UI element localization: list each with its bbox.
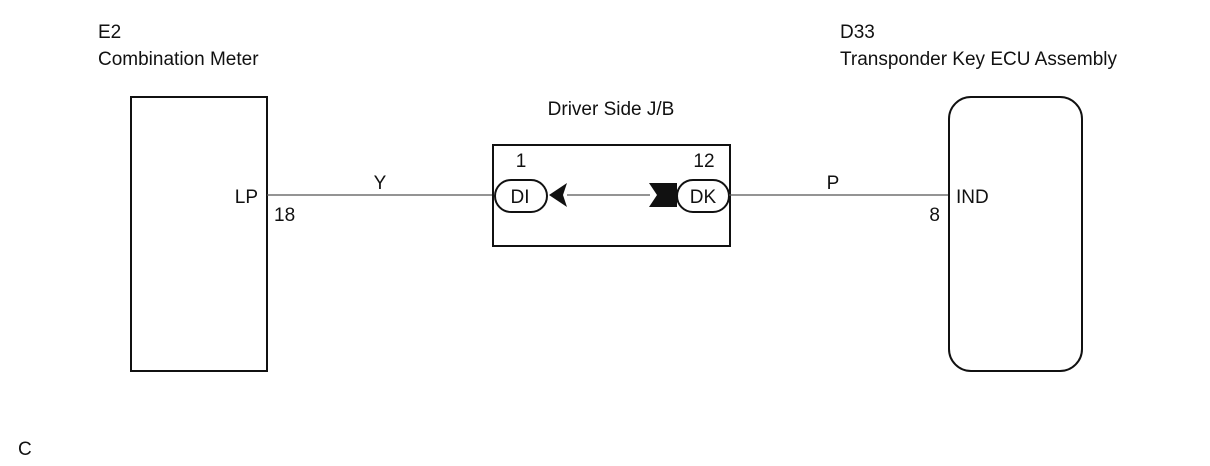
connector-di-label: DI: [511, 187, 530, 208]
junction-name: Driver Side J/B: [548, 99, 675, 120]
combination-meter-box: [130, 96, 268, 372]
wire-left-color: Y: [374, 173, 387, 194]
left-pin-number: 18: [274, 205, 295, 226]
right-terminal-name: IND: [956, 187, 989, 208]
right-pin-number: 8: [929, 205, 940, 226]
transponder-ecu-box: [948, 96, 1083, 372]
connector-di-pill: [494, 179, 548, 213]
right-component-name: Transponder Key ECU Assembly: [840, 49, 1118, 70]
wire-right-color: P: [827, 173, 840, 194]
connector-dk-label: DK: [690, 187, 717, 208]
footer-code: C: [18, 439, 32, 460]
junction-right-pin: 12: [693, 151, 714, 172]
connector-dk-pill: [676, 179, 730, 213]
connector-dk-arrow-icon: [649, 183, 677, 207]
left-component-code: E2: [98, 22, 121, 43]
left-terminal-name: LP: [235, 187, 258, 208]
connector-di-arrow-icon: [549, 183, 567, 207]
junction-left-pin: 1: [516, 151, 527, 172]
left-component-name: Combination Meter: [98, 49, 259, 70]
right-component-code: D33: [840, 22, 875, 43]
